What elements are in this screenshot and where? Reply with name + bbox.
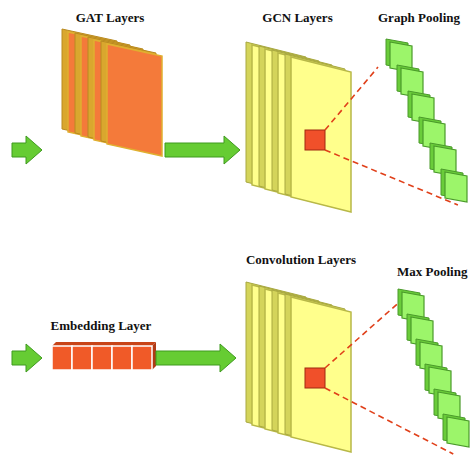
layer-label: Max Pooling	[397, 264, 467, 280]
input-arrow	[12, 136, 42, 164]
flow-arrow	[165, 136, 240, 164]
kernel-square	[305, 130, 325, 150]
flow-arrow	[156, 344, 236, 372]
layer-group: Max Pooling	[397, 262, 472, 454]
gat-slabs	[62, 29, 162, 156]
layer-label: Embedding Layer	[51, 318, 152, 334]
kernel-square	[305, 368, 325, 388]
projection-lines	[325, 304, 453, 454]
layer-group: GAT Layers	[55, 8, 165, 156]
layer-group: Convolution Layers	[236, 250, 366, 456]
layer-label: GCN Layers	[262, 10, 332, 26]
gcn-slabs	[246, 42, 351, 212]
layer-group: Embedding Layer	[46, 316, 156, 376]
layer-group: Graph Pooling	[378, 8, 472, 205]
layer-label: Graph Pooling	[378, 10, 460, 26]
layer-label: GAT Layers	[76, 10, 145, 26]
layer-group: GCN Layers	[240, 8, 355, 216]
projection-lines	[325, 67, 458, 205]
input-arrow	[12, 344, 42, 372]
conv-slabs	[246, 282, 351, 452]
layer-label: Convolution Layers	[246, 252, 356, 268]
embedding-row	[52, 342, 156, 370]
max-pool-squares	[398, 289, 469, 447]
graph-pool-squares	[386, 39, 467, 202]
